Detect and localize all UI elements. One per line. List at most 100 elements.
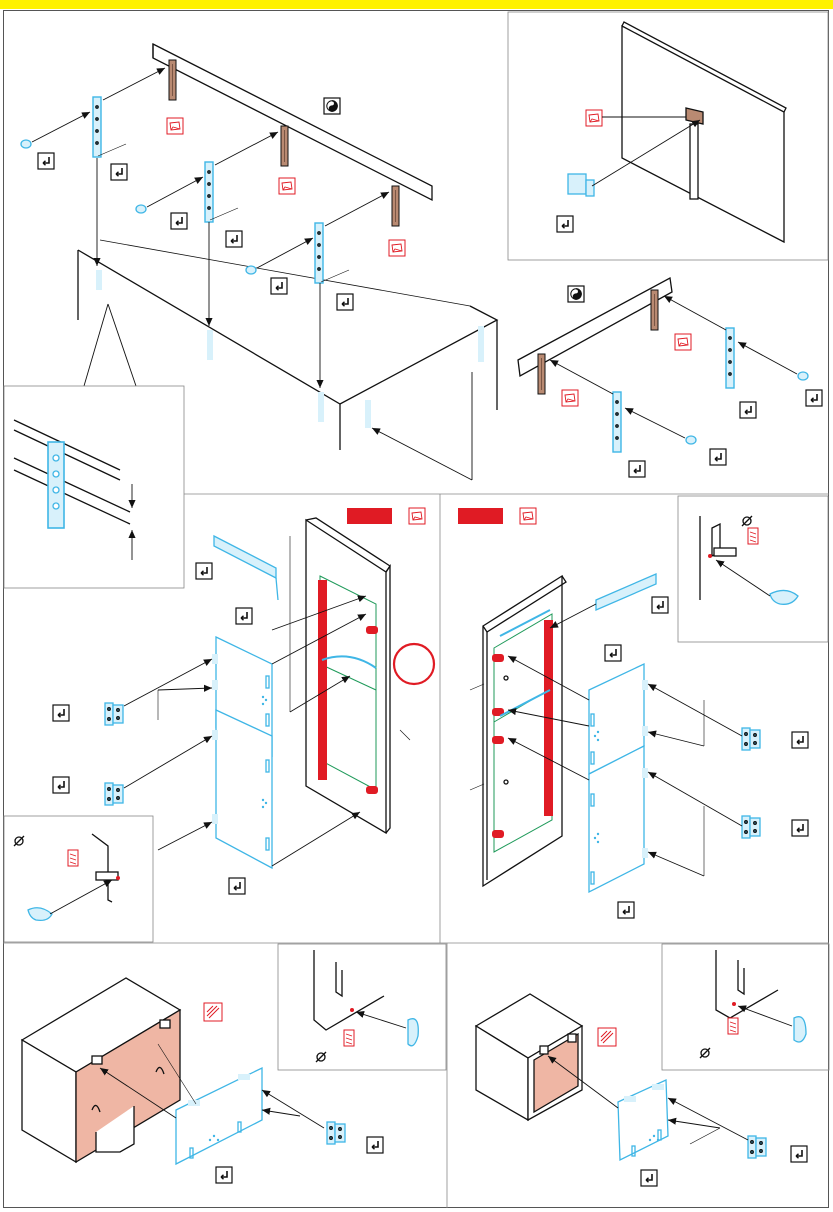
rail-assembly-right bbox=[518, 278, 822, 477]
end-cap bbox=[21, 140, 31, 148]
glue-hook-icon bbox=[38, 153, 54, 169]
wood-bracket bbox=[169, 60, 176, 100]
wood-bracket bbox=[651, 290, 658, 330]
shelf-etch bbox=[596, 574, 656, 610]
glue-hook-icon bbox=[367, 1137, 383, 1153]
wood-bracket bbox=[392, 186, 399, 226]
paint-swatch-icon bbox=[409, 508, 425, 524]
slot-marker bbox=[478, 326, 484, 362]
paint-swatch-icon bbox=[520, 508, 536, 524]
paint-chip-red bbox=[458, 508, 503, 524]
etched-hinge bbox=[742, 816, 760, 838]
etched-strip bbox=[726, 328, 734, 388]
glue-hook-icon bbox=[111, 164, 127, 180]
paint-swatch-icon bbox=[389, 240, 405, 256]
yin-yang-icon bbox=[324, 98, 340, 114]
etched-strip-zoom bbox=[48, 442, 64, 528]
small-bracket-etch bbox=[568, 174, 594, 196]
glue-hook-icon bbox=[652, 597, 668, 613]
end-cap bbox=[686, 436, 696, 444]
glue-hook-icon bbox=[629, 461, 645, 477]
drill-screw-icon bbox=[728, 1018, 738, 1034]
red-hinge-pin bbox=[492, 654, 504, 662]
red-post bbox=[318, 580, 327, 780]
red-hinge-pin bbox=[492, 736, 504, 744]
cabinet-detail-small bbox=[662, 944, 829, 1070]
etched-strip bbox=[315, 223, 323, 283]
glue-hook-icon bbox=[791, 1146, 807, 1162]
glue-hook-icon bbox=[641, 1170, 657, 1186]
glue-hook-icon bbox=[53, 705, 69, 721]
etched-hinge bbox=[327, 1122, 345, 1144]
cabinet-detail-large bbox=[278, 944, 446, 1070]
wood-bracket bbox=[538, 354, 545, 394]
glue-hook-icon bbox=[740, 402, 756, 418]
end-cap bbox=[246, 266, 256, 274]
diameter-icon bbox=[316, 1052, 326, 1062]
slot-marker bbox=[318, 392, 324, 422]
etched-door bbox=[176, 1068, 262, 1164]
diameter-icon bbox=[742, 516, 752, 526]
glue-hook-icon bbox=[806, 390, 822, 406]
glue-hook-icon bbox=[53, 777, 69, 793]
wall-beam bbox=[153, 44, 432, 200]
etched-door-lower bbox=[216, 710, 272, 868]
glue-hook-icon bbox=[236, 608, 252, 624]
locker-right bbox=[458, 508, 808, 918]
cabinet-small bbox=[476, 994, 807, 1186]
yin-yang-icon bbox=[568, 286, 584, 302]
red-hinge-pin bbox=[492, 830, 504, 838]
etched-hinge bbox=[105, 703, 123, 725]
diameter-icon bbox=[700, 1048, 710, 1058]
paint-swatch-icon bbox=[562, 390, 578, 406]
etched-strip bbox=[205, 162, 213, 222]
paint-swatch-icon bbox=[586, 110, 602, 126]
glue-hook-icon bbox=[229, 878, 245, 894]
wood-bracket bbox=[281, 126, 288, 166]
drill-screw-icon bbox=[748, 528, 758, 544]
paint-chip-red bbox=[347, 508, 392, 524]
paint-swatch-icon bbox=[167, 118, 183, 134]
wall-rail-assembly bbox=[21, 44, 497, 480]
drill-screw-icon bbox=[344, 1030, 354, 1046]
slot-marker bbox=[96, 270, 102, 290]
glue-hook-icon bbox=[337, 294, 353, 310]
etched-hinge bbox=[742, 728, 760, 750]
hinge-detail-right bbox=[678, 496, 828, 642]
glue-hook-icon bbox=[171, 213, 187, 229]
glue-hook-icon bbox=[196, 563, 212, 579]
red-hinge-pin bbox=[366, 626, 378, 634]
glue-hook-icon bbox=[618, 902, 634, 918]
glue-hook-icon bbox=[792, 732, 808, 748]
rail-detail-top-right bbox=[508, 12, 828, 260]
glue-hook-icon bbox=[710, 449, 726, 465]
glue-hook-icon bbox=[216, 1167, 232, 1183]
etched-hinge bbox=[748, 1136, 766, 1158]
rail-detail-zoom bbox=[4, 386, 184, 588]
etched-strip bbox=[613, 392, 621, 452]
etched-hinge bbox=[105, 783, 123, 805]
slot-marker bbox=[365, 400, 371, 428]
glue-hook-icon bbox=[557, 216, 573, 232]
glue-hook-icon bbox=[605, 645, 621, 661]
hatch-swatch-icon bbox=[204, 1003, 222, 1021]
glue-hook-icon bbox=[792, 820, 808, 836]
diameter-icon bbox=[14, 836, 24, 846]
paint-swatch-icon bbox=[279, 178, 295, 194]
drill-screw-icon bbox=[68, 850, 78, 866]
cabinet-large bbox=[22, 978, 383, 1183]
shelf-etch bbox=[214, 536, 276, 578]
etched-strip bbox=[93, 97, 101, 157]
end-cap bbox=[136, 205, 146, 213]
locker-left bbox=[53, 508, 434, 894]
red-hinge-pin bbox=[366, 786, 378, 794]
end-cap bbox=[798, 372, 808, 380]
hinge-detail-left bbox=[4, 816, 153, 942]
red-circle-icon bbox=[394, 644, 434, 684]
hatch-swatch-icon bbox=[598, 1028, 616, 1046]
etched-door bbox=[618, 1080, 668, 1160]
glue-hook-icon bbox=[226, 231, 242, 247]
post bbox=[690, 124, 698, 199]
glue-hook-icon bbox=[271, 278, 287, 294]
